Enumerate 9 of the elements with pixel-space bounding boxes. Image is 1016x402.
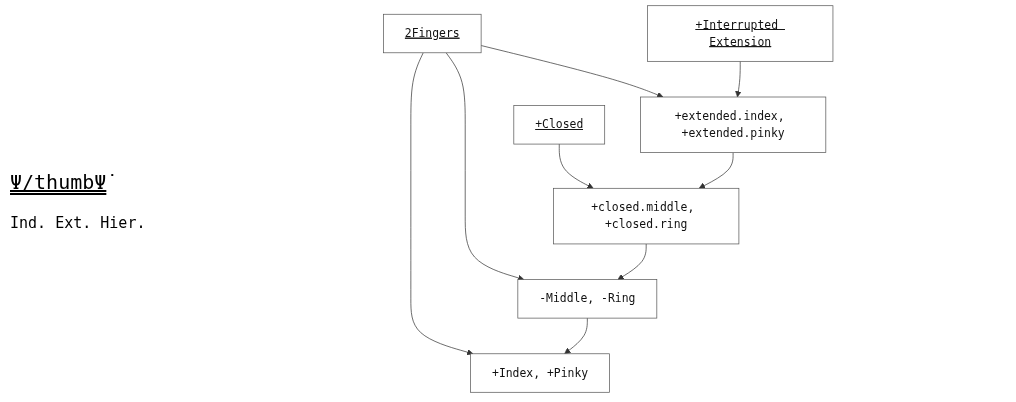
node-box: 2Fingers <box>382 13 482 54</box>
node-box: +closed.middle, +closed.ring <box>552 187 740 245</box>
node-box: +extended.index, +extended.pinky <box>639 96 826 153</box>
node-box: +Closed <box>513 105 605 145</box>
node-box: +Interrupted Extension <box>647 5 834 62</box>
title: Ψ/thumbΨ̇ <box>10 170 190 194</box>
node-box: -Middle, -Ring <box>517 279 658 319</box>
node-box: +Index, +Pinky <box>470 353 610 393</box>
side-label: Ind. Ext. Hier. <box>10 214 147 232</box>
